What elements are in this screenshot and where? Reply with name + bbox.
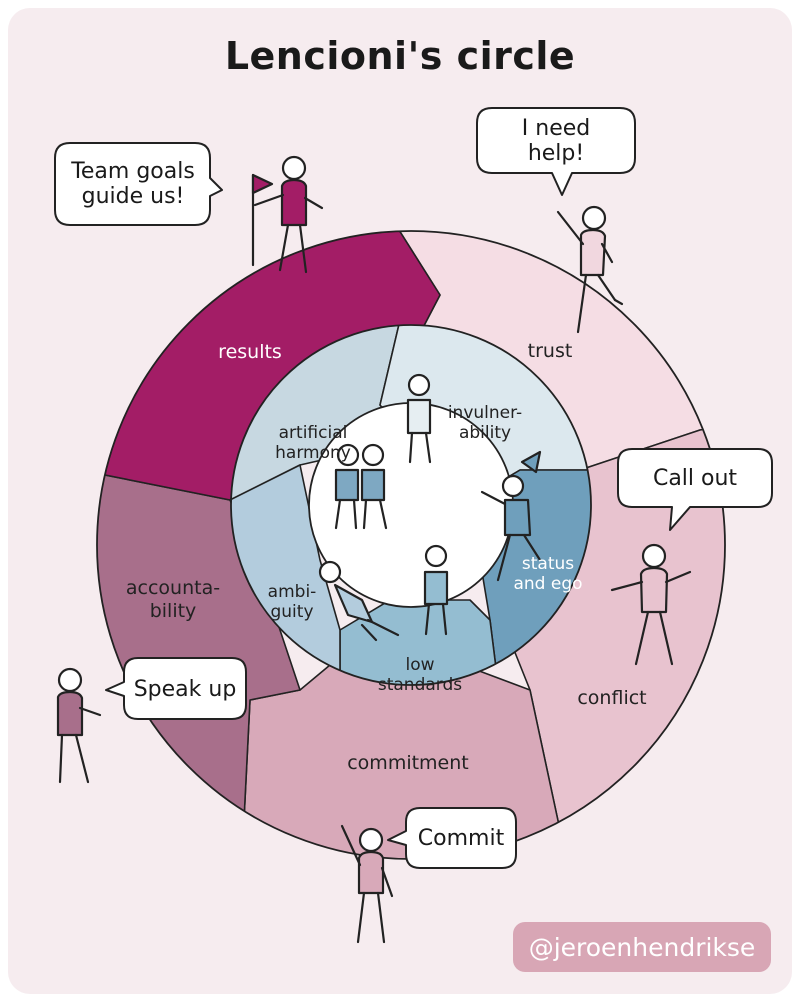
page-title: Lencioni's circle — [224, 34, 576, 78]
label-trust: trust — [527, 340, 573, 362]
figure-low-standards — [423, 544, 449, 636]
figure-lying-ambiguity — [318, 560, 400, 642]
bubble-call-out: Call out — [652, 465, 738, 491]
author-credit: @jeroenhendrikse — [513, 922, 771, 972]
label-conflict: conflict — [577, 687, 647, 709]
bubble-team-goals: Team goals guide us! — [71, 159, 195, 209]
bubble-speak-up: Speak up — [133, 676, 237, 702]
bubble-commit: Commit — [417, 825, 505, 851]
bubble-call-out-shape — [617, 448, 773, 531]
label-artificial-harmony: artificial harmony — [275, 423, 351, 463]
label-accountability: accounta- bility — [125, 577, 221, 622]
figure-invulnerability — [406, 373, 432, 464]
figure-committing — [340, 824, 394, 944]
bubble-commit-shape — [387, 807, 517, 869]
label-results: results — [218, 341, 282, 363]
figure-asking-help — [556, 205, 624, 334]
bubble-speak-up-shape — [105, 657, 247, 720]
figure-climbing-ego — [480, 450, 542, 582]
figure-calling-out — [610, 543, 692, 666]
label-invulnerability: invulner- ability — [447, 403, 523, 443]
label-ambiguity: ambi- guity — [267, 582, 317, 622]
label-status-ego: status and ego — [513, 554, 583, 594]
figure-flag-holder — [251, 155, 324, 274]
label-low-standards: low standards — [377, 655, 463, 695]
figure-pair-harmony — [334, 443, 388, 530]
figure-speaking-up — [56, 667, 102, 784]
bubble-team-goals-shape — [54, 142, 223, 226]
bubble-need-help-shape — [476, 107, 636, 196]
bubble-need-help: I need help! — [521, 116, 591, 166]
label-commitment: commitment — [347, 752, 469, 774]
